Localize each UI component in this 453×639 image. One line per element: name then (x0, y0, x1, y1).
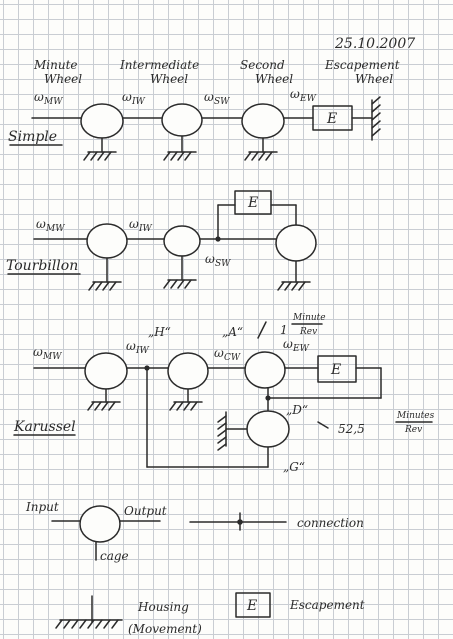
svg-text:IW: IW (131, 97, 146, 107)
svg-text:MW: MW (43, 97, 63, 107)
carrier-wheel-karussel (246, 410, 290, 448)
svg-text:ω: ω (33, 345, 43, 359)
svg-text:ω: ω (129, 217, 139, 231)
column-headers: Minute Wheel Intermediate Wheel Second W… (33, 58, 400, 86)
second-wheel-karussel (244, 351, 286, 389)
omega-sw-label: ω SW (204, 90, 230, 107)
note-d: „D“ (286, 403, 308, 417)
note-a: „A“ (222, 325, 243, 339)
note-g: „G“ (283, 460, 305, 474)
legend-cage: cage (100, 549, 129, 563)
svg-text:MW: MW (42, 352, 62, 362)
omega-mw-label-karussel: ω MW (33, 345, 62, 362)
legend: Input Output cage connection Housing (Mo… (25, 500, 365, 636)
note-h: „H“ (148, 325, 171, 339)
header-intermediate-line2: Wheel (150, 72, 188, 86)
svg-text:ω: ω (205, 252, 215, 266)
section-tourbillon: Tourbillon (6, 258, 78, 274)
omega-ew-label-karussel: ω EW (283, 337, 310, 354)
omega-cw-label-karussel: ω CW (214, 346, 241, 363)
svg-text:CW: CW (224, 353, 241, 363)
svg-text:ω: ω (126, 339, 136, 353)
svg-text:IW: IW (138, 224, 153, 234)
omega-iw-label-karussel: ω IW (126, 339, 150, 356)
svg-text:EW: EW (299, 94, 317, 104)
svg-text:E: E (247, 195, 258, 211)
simple-train: Simple ω MW ω IW ω SW ω EW E (8, 87, 381, 161)
note-ratio-a-unit-top: Minute (292, 313, 326, 323)
note-ratio-a-unit-bottom: Rev (299, 327, 317, 337)
intermediate-wheel-tourbillon (163, 225, 201, 257)
omega-iw-label-tourbillon: ω IW (129, 217, 153, 234)
omega-mw-label-tourbillon: ω MW (36, 217, 65, 234)
svg-text:ω: ω (214, 346, 224, 360)
karussel-train: Karussel „H“ „A“ 1 Minute Rev ω MW ω IW … (13, 313, 435, 474)
note-ratio-d: 52,5 (338, 422, 365, 436)
legend-housing: Housing (137, 600, 189, 614)
intermediate-wheel (161, 103, 203, 137)
omega-mw-label: ω MW (34, 90, 63, 107)
minute-wheel-karussel (84, 352, 128, 390)
note-ratio-a: 1 (280, 323, 288, 337)
svg-text:E: E (246, 598, 257, 614)
header-second-line2: Wheel (255, 72, 293, 86)
minute-wheel-tourbillon (86, 223, 128, 259)
note-ratio-d-unit-top: Minutes (396, 411, 435, 421)
cage-wheel-tourbillon (275, 224, 317, 262)
tourbillon-train: Tourbillon ω MW ω IW ω SW E (6, 190, 317, 291)
second-wheel (241, 103, 285, 139)
svg-text:ω: ω (122, 90, 132, 104)
escapement-box-simple (312, 105, 353, 131)
header-minute-line1: Minute (33, 58, 78, 72)
svg-text:ω: ω (36, 217, 46, 231)
svg-text:IW: IW (135, 346, 150, 356)
omega-ew-label: ω EW (290, 87, 317, 104)
omega-iw-label: ω IW (122, 90, 146, 107)
header-second-line1: Second (240, 58, 285, 72)
legend-cage-wheel (79, 505, 121, 543)
svg-text:EW: EW (292, 344, 310, 354)
svg-text:ω: ω (283, 337, 293, 351)
svg-text:E: E (326, 111, 337, 127)
svg-text:ω: ω (204, 90, 214, 104)
legend-output: Output (124, 504, 167, 518)
note-ratio-d-unit-bottom: Rev (404, 425, 422, 435)
legend-movement: (Movement) (128, 622, 202, 636)
header-intermediate-line1: Intermediate (119, 58, 199, 72)
legend-connection: connection (297, 516, 364, 530)
section-simple: Simple (8, 129, 57, 145)
escapement-box-tourbillon (234, 190, 272, 215)
header-escapement-line1: Escapement (324, 58, 400, 72)
svg-text:E: E (330, 362, 341, 378)
svg-text:ω: ω (34, 90, 44, 104)
svg-text:ω: ω (290, 87, 300, 101)
svg-text:SW: SW (214, 97, 230, 107)
header-minute-line2: Wheel (44, 72, 82, 86)
svg-text:MW: MW (45, 224, 65, 234)
svg-text:SW: SW (215, 259, 231, 269)
legend-escapement: Escapement (289, 598, 365, 612)
intermediate-wheel-karussel (167, 352, 209, 390)
omega-sw-label-tourbillon: ω SW (205, 252, 231, 269)
legend-input: Input (25, 500, 59, 514)
legend-escapement-box (235, 592, 271, 618)
section-karussel: Karussel (13, 419, 76, 435)
date-label: 25.10.2007 (334, 36, 415, 52)
escapement-box-karussel (317, 355, 357, 383)
minute-wheel (80, 103, 124, 139)
header-escapement-line2: Wheel (355, 72, 393, 86)
